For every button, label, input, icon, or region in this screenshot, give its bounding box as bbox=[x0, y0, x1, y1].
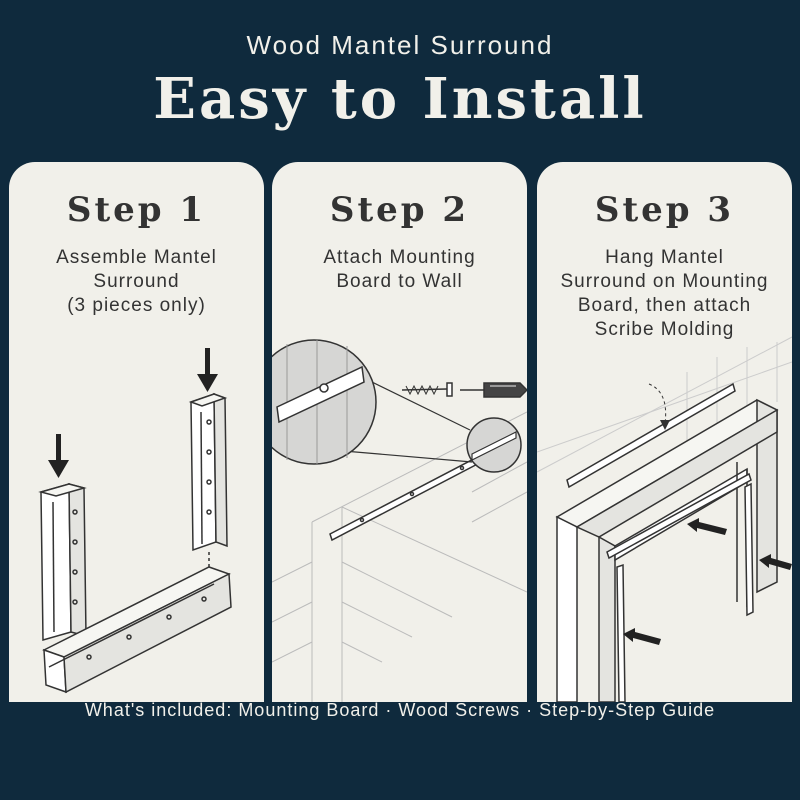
included-items: What's included: Mounting Board · Wood S… bbox=[84, 700, 716, 720]
arrow-down-icon bbox=[197, 348, 218, 392]
step-2-description: Attach Mounting Board to Wall bbox=[323, 247, 476, 292]
step-1-description: Assemble Mantel Surround (3 pieces only) bbox=[56, 247, 217, 316]
step-1-illustration bbox=[38, 348, 232, 694]
step-3-description: Hang Mantel Surround on Mounting Board, … bbox=[560, 247, 769, 340]
arrow-down-icon bbox=[48, 434, 69, 478]
mounting-board bbox=[566, 382, 736, 489]
arrow-left-icon bbox=[623, 628, 661, 645]
arrow-left-icon bbox=[687, 518, 727, 535]
base-beam-piece bbox=[42, 566, 232, 694]
step-1-title: Step 1 bbox=[66, 190, 207, 230]
step-2-panel: Step 2 Attach Mounting Board to Wall bbox=[272, 162, 527, 702]
wall-lines bbox=[272, 411, 527, 702]
page-title: Easy to Install bbox=[153, 66, 647, 132]
right-leg-piece bbox=[188, 392, 228, 552]
wall-lines bbox=[537, 336, 792, 473]
screwdriver-icon bbox=[460, 382, 527, 398]
scribe-molding bbox=[606, 472, 754, 702]
magnifier-icon bbox=[272, 339, 377, 465]
step-3-panel: Step 3 Hang Mantel Surround on Mounting … bbox=[537, 162, 792, 702]
step-2-title: Step 2 bbox=[329, 190, 470, 230]
step-3-title: Step 3 bbox=[594, 190, 735, 230]
arrow-left-icon bbox=[759, 554, 792, 570]
step-2-illustration bbox=[272, 339, 527, 702]
step-3-illustration bbox=[537, 336, 792, 702]
step-1-panel: Step 1 Assemble Mantel Surround (3 piece… bbox=[9, 162, 264, 702]
screw-icon bbox=[401, 382, 453, 397]
left-leg-piece bbox=[38, 483, 87, 641]
header-subtitle: Wood Mantel Surround bbox=[246, 30, 554, 60]
mantel-surround bbox=[555, 398, 779, 702]
